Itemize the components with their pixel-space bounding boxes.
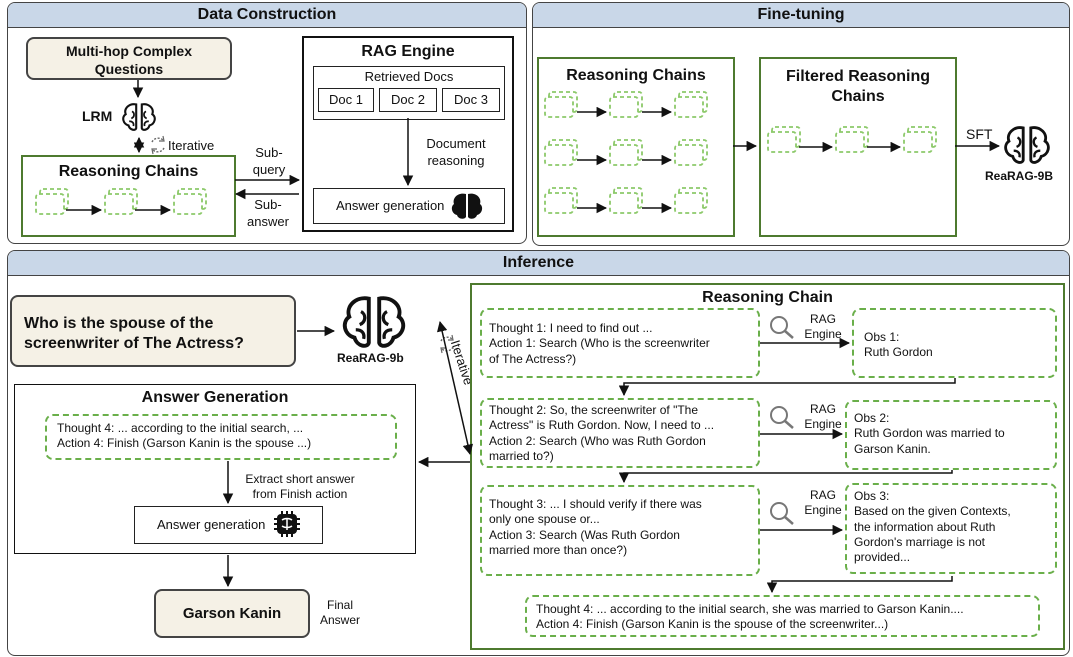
doc-2: Doc 2	[379, 88, 437, 112]
final-answer-box: Garson Kanin	[154, 589, 310, 638]
rearag-9b-brain-icon	[1004, 126, 1050, 164]
data-construction-title: Data Construction	[8, 3, 526, 28]
answer-generation-title: Answer Generation	[141, 389, 289, 406]
iterative-label: Iterative	[168, 138, 215, 153]
iterative-refresh-icon	[151, 135, 165, 155]
filtered-chains-title: Filtered Reasoning Chains	[785, 68, 931, 106]
question-box: Who is the spouse of the screenwriter of…	[10, 295, 296, 367]
multi-hop-questions-box: Multi-hop Complex Questions	[26, 37, 232, 80]
reasoning-chains-title: Reasoning Chains	[58, 163, 199, 180]
lrm-brain-icon	[122, 103, 156, 131]
search-icon-1	[769, 315, 795, 340]
thought-box-3: Thought 3: ... I should verify if there …	[480, 485, 760, 576]
rearag-9b-label: ReaRAG-9B	[985, 169, 1054, 183]
search-icon-2	[769, 405, 795, 430]
doc-3: Doc 3	[442, 88, 500, 112]
reasoning-chain-title: Reasoning Chain	[702, 289, 833, 306]
final-thought-box: Thought 4: ... according to the initial …	[525, 595, 1040, 637]
rag-engine-label-3: RAG Engine	[804, 488, 842, 518]
obs-box-1: Obs 1: Ruth Gordon	[852, 308, 1057, 378]
obs-box-3: Obs 3: Based on the given Contexts, the …	[845, 483, 1057, 574]
thought-box-2: Thought 2: So, the screenwriter of "The …	[480, 398, 760, 468]
rearag-9b-inference-brain-icon	[342, 296, 406, 348]
sub-query-label: Sub- query	[252, 145, 286, 177]
thought-box-1: Thought 1: I need to find out ... Action…	[480, 308, 760, 378]
doc-1: Doc 1	[318, 88, 374, 112]
sub-answer-label: Sub- answer	[247, 197, 289, 229]
final-answer-label: Final Answer	[319, 598, 360, 628]
extract-label: Extract short answer from Finish action	[245, 472, 355, 502]
rag-engine-label-2: RAG Engine	[804, 402, 842, 432]
rag-engine-label-1: RAG Engine	[804, 312, 842, 342]
answer-generation-brain-icon	[451, 193, 483, 219]
question-text: Who is the spouse of the screenwriter of…	[24, 315, 244, 353]
rag-engine-title: RAG Engine	[361, 43, 455, 60]
obs-box-2: Obs 2: Ruth Gordon was married to Garson…	[845, 400, 1057, 470]
inference-answer-generation-chip-icon	[273, 510, 301, 538]
retrieved-docs-label: Retrieved Docs	[364, 69, 454, 84]
fine-tuning-title: Fine-tuning	[533, 3, 1069, 28]
sft-label: SFT	[966, 126, 993, 142]
document-reasoning-label: Document reasoning	[426, 136, 486, 168]
inference-title: Inference	[8, 251, 1069, 276]
rearag-9b-inference-label: ReaRAG-9b	[337, 351, 404, 365]
search-icon-3	[769, 501, 795, 526]
lrm-label: LRM	[82, 108, 113, 124]
ft-reasoning-chains-title: Reasoning Chains	[566, 67, 706, 84]
ag-thought-box: Thought 4: ... according to the initial …	[45, 414, 397, 460]
